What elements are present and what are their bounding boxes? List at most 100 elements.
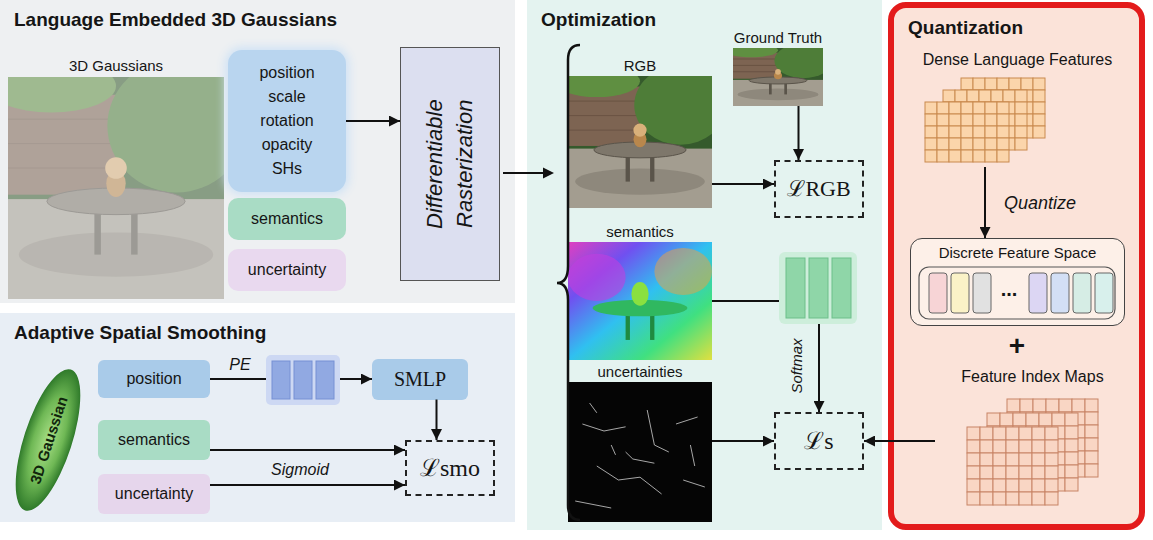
image-frame bbox=[905, 72, 1130, 167]
grid-layer bbox=[987, 413, 1078, 491]
grid-cell bbox=[1085, 425, 1098, 438]
image-caption: Feature Index Maps bbox=[935, 365, 1130, 389]
grid-cell bbox=[955, 90, 967, 102]
box-label: ℒsmo bbox=[420, 453, 480, 483]
grid-cell bbox=[987, 413, 1000, 426]
picture bbox=[568, 76, 712, 208]
box-label: position bbox=[259, 61, 314, 85]
picture bbox=[967, 399, 1098, 505]
feature-stack: Dense Language Features bbox=[905, 48, 1130, 167]
loss-box: ℒsmo bbox=[405, 440, 495, 496]
group-heading: Discrete Feature Space bbox=[911, 243, 1124, 263]
grid-cell bbox=[1045, 427, 1058, 440]
grid-cell bbox=[1033, 78, 1045, 90]
uncertain-edge bbox=[626, 452, 655, 463]
module-panel: OptimizationRGBGround TruthℒRGBsemantics… bbox=[527, 0, 882, 530]
grid-cell bbox=[967, 492, 980, 505]
uncertain-edge bbox=[683, 480, 705, 487]
grid-cell bbox=[925, 150, 937, 162]
grid-cell bbox=[973, 150, 985, 162]
grid-cell bbox=[1020, 399, 1033, 412]
grid-cell bbox=[1072, 399, 1085, 412]
grid-cell bbox=[1032, 492, 1045, 505]
grid-cell bbox=[985, 114, 997, 126]
grid-cell bbox=[993, 453, 1006, 466]
brick-line bbox=[8, 119, 116, 120]
grid-cell bbox=[1045, 466, 1058, 479]
picture bbox=[925, 78, 1045, 162]
grid-layer bbox=[1007, 399, 1098, 477]
grid-cell bbox=[949, 114, 961, 126]
grid-cell bbox=[1032, 427, 1045, 440]
grid-cell bbox=[1026, 413, 1039, 426]
edge-label: Sigmoid bbox=[271, 461, 329, 479]
loss-box: ℒRGB bbox=[774, 160, 864, 218]
grid-cell bbox=[1000, 413, 1013, 426]
grid-cell bbox=[1015, 114, 1027, 126]
uncertainty-box: uncertainty bbox=[228, 249, 346, 291]
grid-cell bbox=[985, 126, 997, 138]
box-label: ℒRGB bbox=[787, 175, 850, 203]
module-panel: Adaptive Spatial Smoothing3D Gaussianpos… bbox=[0, 313, 515, 522]
grid-cell bbox=[1019, 453, 1032, 466]
grid-cell bbox=[993, 427, 1006, 440]
grid-cell bbox=[1007, 399, 1020, 412]
box-label: uncertainty bbox=[248, 260, 326, 280]
grid-cell bbox=[979, 90, 991, 102]
grid-cell bbox=[967, 466, 980, 479]
image-caption: 3D Gaussians bbox=[8, 55, 224, 77]
grid-cell bbox=[961, 78, 973, 90]
edge-label: PE bbox=[229, 356, 250, 374]
grid-cell bbox=[1006, 479, 1019, 492]
grid-cell bbox=[973, 102, 985, 114]
grid-cell bbox=[985, 138, 997, 150]
symbol-label: + bbox=[1009, 330, 1025, 362]
grid-cell bbox=[925, 114, 937, 126]
semantic-box: semantics bbox=[228, 198, 346, 240]
grid-cell bbox=[961, 102, 973, 114]
box-label: opacity bbox=[262, 133, 313, 157]
grid-cell bbox=[1045, 479, 1058, 492]
grid-cell bbox=[1039, 413, 1052, 426]
grid-cell bbox=[1065, 439, 1078, 452]
grid-cell bbox=[1021, 78, 1033, 90]
grid-cell bbox=[1015, 126, 1027, 138]
grid-cell bbox=[1019, 479, 1032, 492]
uncertain-edge bbox=[582, 424, 625, 431]
grid-layer bbox=[967, 427, 1058, 505]
grid-cell bbox=[1032, 440, 1045, 453]
grid-cell bbox=[973, 78, 985, 90]
grid-cell bbox=[949, 138, 961, 150]
grid-cell bbox=[1006, 427, 1019, 440]
grid-cell bbox=[985, 102, 997, 114]
grid-cell bbox=[1065, 452, 1078, 465]
grid-cell bbox=[991, 90, 1003, 102]
grid-cell bbox=[961, 102, 973, 114]
image-frame bbox=[568, 382, 712, 522]
code-vector bbox=[1095, 273, 1113, 313]
flowers bbox=[633, 124, 646, 137]
grid-cell bbox=[985, 114, 997, 126]
grid-cell bbox=[967, 453, 980, 466]
grid-cell bbox=[985, 102, 997, 114]
image-frame bbox=[568, 242, 712, 360]
grid-cell bbox=[1065, 413, 1078, 426]
grid-cell bbox=[961, 150, 973, 162]
grid-cell bbox=[1003, 90, 1015, 102]
image-caption: RGB bbox=[568, 56, 712, 76]
box-label: rotation bbox=[260, 109, 313, 133]
uncertain-edge bbox=[690, 445, 694, 466]
gaussian-ellipse: 3D Gaussian bbox=[1, 361, 95, 519]
grid-cell bbox=[1006, 453, 1019, 466]
grid-cell bbox=[997, 114, 1009, 126]
brick-line bbox=[733, 71, 778, 72]
semantic-blob bbox=[654, 248, 712, 295]
grid-cell bbox=[973, 114, 985, 126]
grid-cell bbox=[993, 466, 1006, 479]
grid-cell bbox=[993, 479, 1006, 492]
codebook-box: Discrete Feature Space bbox=[910, 238, 1125, 326]
grid-cell bbox=[1032, 479, 1045, 492]
box-label: semantics bbox=[118, 430, 190, 450]
hedge bbox=[634, 76, 712, 145]
grid-layer bbox=[943, 90, 1027, 150]
